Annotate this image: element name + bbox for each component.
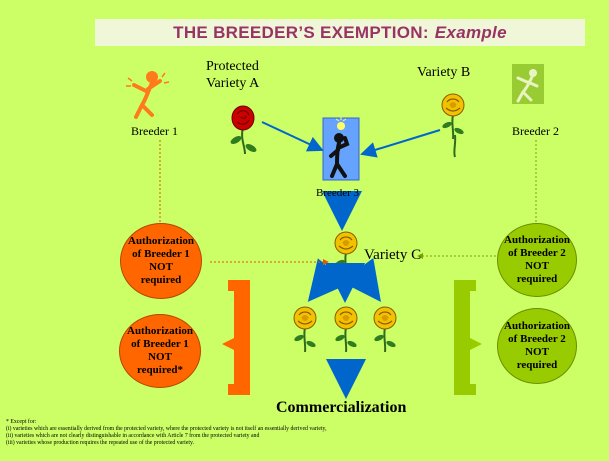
variety-a-label: Protected Variety A [206,59,260,91]
breeder-2-figure-icon [512,64,544,104]
arrow-c-to-rose-right [341,257,381,303]
breeder-3-label: Breeder 3 [316,187,360,199]
title-emphasis: Example [434,23,507,42]
arrow-b-to-breeder-3 [360,129,441,158]
commercialization-label: Commercialization [276,399,407,416]
slide-title: THE BREEDER’S EXEMPTION: Example [95,19,585,46]
rose-row-middle-icon [333,306,359,353]
rose-row-right-icon [372,306,398,353]
arrow-a-to-breeder-3 [261,121,324,152]
breeder-3-figure-icon [322,117,360,181]
variety-b-rose-icon [440,93,466,158]
arrow-c-to-rose-left [307,258,349,302]
footnote: * Except for: (i) varieties which are es… [6,419,327,446]
breeder-2-label: Breeder 2 [512,124,559,138]
variety-a-rose-icon [230,105,257,155]
rose-row-left-icon [292,306,318,353]
variety-c-rose-icon [333,231,359,278]
orange-bracket [222,280,250,395]
variety-c-label: Variety C [364,247,422,263]
breeder-1-figure-icon [126,71,170,119]
title-main: THE BREEDER’S EXEMPTION: [173,23,429,42]
green-bracket [454,280,482,395]
variety-b-label: Variety B [417,65,471,80]
breeder-1-label: Breeder 1 [131,124,178,138]
